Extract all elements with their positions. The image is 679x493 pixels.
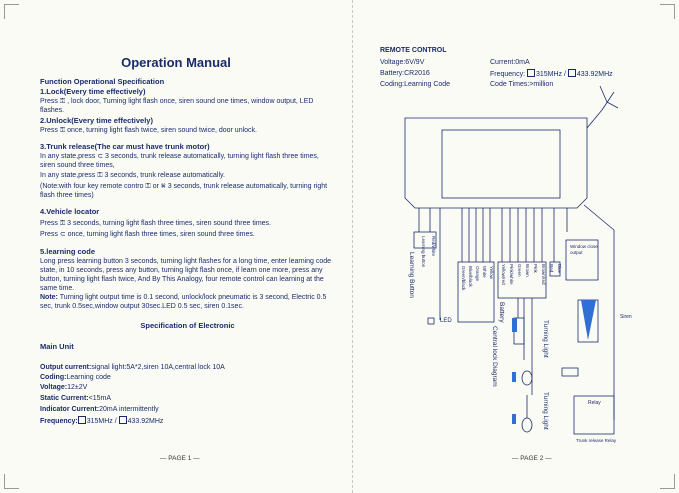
locator-text-1: Press ⚿ 3 seconds, turning light flash t… bbox=[40, 220, 271, 227]
main-unit-inner bbox=[441, 129, 561, 199]
trunk-heading: 3.Trunk release(The car must have trunk … bbox=[40, 142, 210, 151]
manual-title: Operation Manual bbox=[121, 55, 231, 70]
remote-coding: Coding:Learning Code bbox=[380, 81, 451, 88]
page-number-2: — PAGE 2 — bbox=[512, 455, 552, 462]
window-label: Window close output bbox=[570, 244, 598, 255]
wire-bundle bbox=[418, 204, 615, 420]
learning-heading: 5.learning code bbox=[40, 247, 96, 256]
window-relay-fill bbox=[581, 300, 596, 340]
lock-heading: 1.Lock(Every time effectively) bbox=[40, 87, 146, 96]
central-lock-connector bbox=[457, 261, 495, 323]
remote-battery: Battery:CR2016 bbox=[380, 70, 430, 77]
remote-frequency: Frequency: 315MHz / 433.92MHz bbox=[490, 69, 613, 78]
trunk-text-1: In any state,press ⊂ 3 seconds, trunk re… bbox=[40, 153, 319, 169]
locator-text-2: Press ⊂ once, turning light flash three … bbox=[40, 231, 255, 238]
lock-text: Press ⚿ , lock door, Turning light flash… bbox=[40, 98, 314, 114]
wire-tag: Learning button bbox=[421, 236, 426, 268]
remote-code-times: Code Times:>million bbox=[490, 81, 554, 88]
note-label: Note: bbox=[40, 294, 58, 301]
siren-label: Siren bbox=[620, 314, 632, 320]
relay-label: Relay bbox=[588, 400, 601, 406]
function-heading: Function Operational Specification bbox=[40, 77, 165, 86]
turning-light-label-2: Turning Light bbox=[542, 392, 549, 430]
wire-tag: Yellow/red bbox=[501, 264, 506, 285]
wire-tag: Red/white bbox=[431, 236, 436, 257]
trunk-label: Trunk release Relay bbox=[576, 438, 617, 443]
main-unit-heading: Main Unit bbox=[40, 342, 74, 351]
learning-button-label: Learning Button bbox=[408, 252, 415, 298]
turning-light-label-1: Turning Light bbox=[542, 320, 549, 358]
led-symbol bbox=[427, 317, 435, 325]
wire-tag: Orange bbox=[475, 266, 480, 282]
wire-tag: Green bbox=[517, 264, 522, 277]
remote-heading: REMOTE CONTROL bbox=[380, 47, 447, 54]
crop-mark bbox=[660, 474, 675, 489]
red-wire-tag bbox=[549, 261, 561, 277]
remote-current: Current:0mA bbox=[490, 59, 530, 66]
spec-heading: Specification of Electronic bbox=[140, 321, 235, 330]
note-text: Turning light output time is 0.1 second,… bbox=[40, 294, 327, 310]
wire-tag: Brown bbox=[525, 264, 530, 277]
right-connector bbox=[497, 261, 547, 299]
spec-row: Voltage:12±2V bbox=[40, 384, 88, 391]
trunk-relay bbox=[561, 367, 579, 377]
checkbox-icon bbox=[77, 416, 86, 424]
trunk-text-2: In any state,press ⚿ 3 seconds, trunk re… bbox=[40, 172, 225, 179]
page-two: REMOTE CONTROL Voltage:6V/9V Battery:CR2… bbox=[352, 0, 679, 493]
crop-mark bbox=[4, 474, 19, 489]
checkbox-icon bbox=[567, 69, 576, 77]
spec-row: Static Current:<15mA bbox=[40, 395, 111, 402]
locator-heading: 4.Vehicle locator bbox=[40, 207, 100, 216]
unlock-heading: 2.Unlock(Every time effectively) bbox=[40, 116, 153, 125]
wire-tag: Blue bbox=[557, 264, 562, 274]
spec-row: Coding:Learning code bbox=[40, 374, 111, 381]
battery-fill bbox=[512, 318, 517, 332]
turning-light-bulb-2 bbox=[521, 417, 533, 433]
wire-tag: Pink bbox=[533, 264, 538, 273]
learning-button-connector bbox=[413, 231, 437, 249]
checkbox-icon bbox=[526, 69, 535, 77]
turning-light-bulb-1 bbox=[521, 370, 533, 386]
spec-row: Output current:signal light:5A*2,siren 1… bbox=[40, 364, 225, 371]
wire-tag: Yellow bbox=[489, 266, 494, 279]
page-one: Operation Manual Function Operational Sp… bbox=[4, 0, 353, 493]
led-label: LED bbox=[440, 318, 452, 324]
wire-tag: Brown/red bbox=[541, 264, 546, 285]
checkbox-icon bbox=[118, 416, 127, 424]
relay-box bbox=[573, 395, 615, 435]
page-number-1: — PAGE 1 — bbox=[160, 455, 200, 462]
crop-mark bbox=[4, 4, 19, 19]
main-unit-box bbox=[404, 117, 588, 209]
window-output-block bbox=[565, 239, 599, 281]
wire-tag: Green/black bbox=[461, 266, 466, 291]
battery-label: Battery bbox=[498, 302, 505, 323]
remote-voltage: Voltage:6V/9V bbox=[380, 59, 425, 66]
spec-row: Indicator Current:20mA intermittently bbox=[40, 406, 159, 413]
learning-text: Long press learning button 3 seconds, tu… bbox=[40, 258, 332, 292]
note-paragraph: Note: Turning light output time is 0.1 s… bbox=[40, 293, 335, 311]
trunk-note: (Note:with four key remote contro ⚿ or ⌘… bbox=[40, 183, 328, 199]
bulb-fill-2 bbox=[512, 414, 516, 424]
wire-tag: White bbox=[482, 266, 487, 278]
wiring-diagram bbox=[404, 85, 619, 435]
wire-tag: Blue/black bbox=[468, 266, 473, 287]
antenna-wire bbox=[586, 109, 603, 129]
antenna-icon bbox=[599, 85, 619, 111]
spec-row-frequency: Frequency:315MHz / 433.92MHz bbox=[40, 416, 164, 425]
wire-tag: Pink/white bbox=[509, 264, 514, 285]
wire-tag: Red bbox=[549, 264, 554, 273]
unlock-text: Press ⚿ once, turning light flash twice,… bbox=[40, 127, 257, 134]
bulb-fill-1 bbox=[512, 372, 516, 382]
crop-mark bbox=[660, 4, 675, 19]
central-lock-label: Central lock Diagram bbox=[491, 326, 498, 387]
